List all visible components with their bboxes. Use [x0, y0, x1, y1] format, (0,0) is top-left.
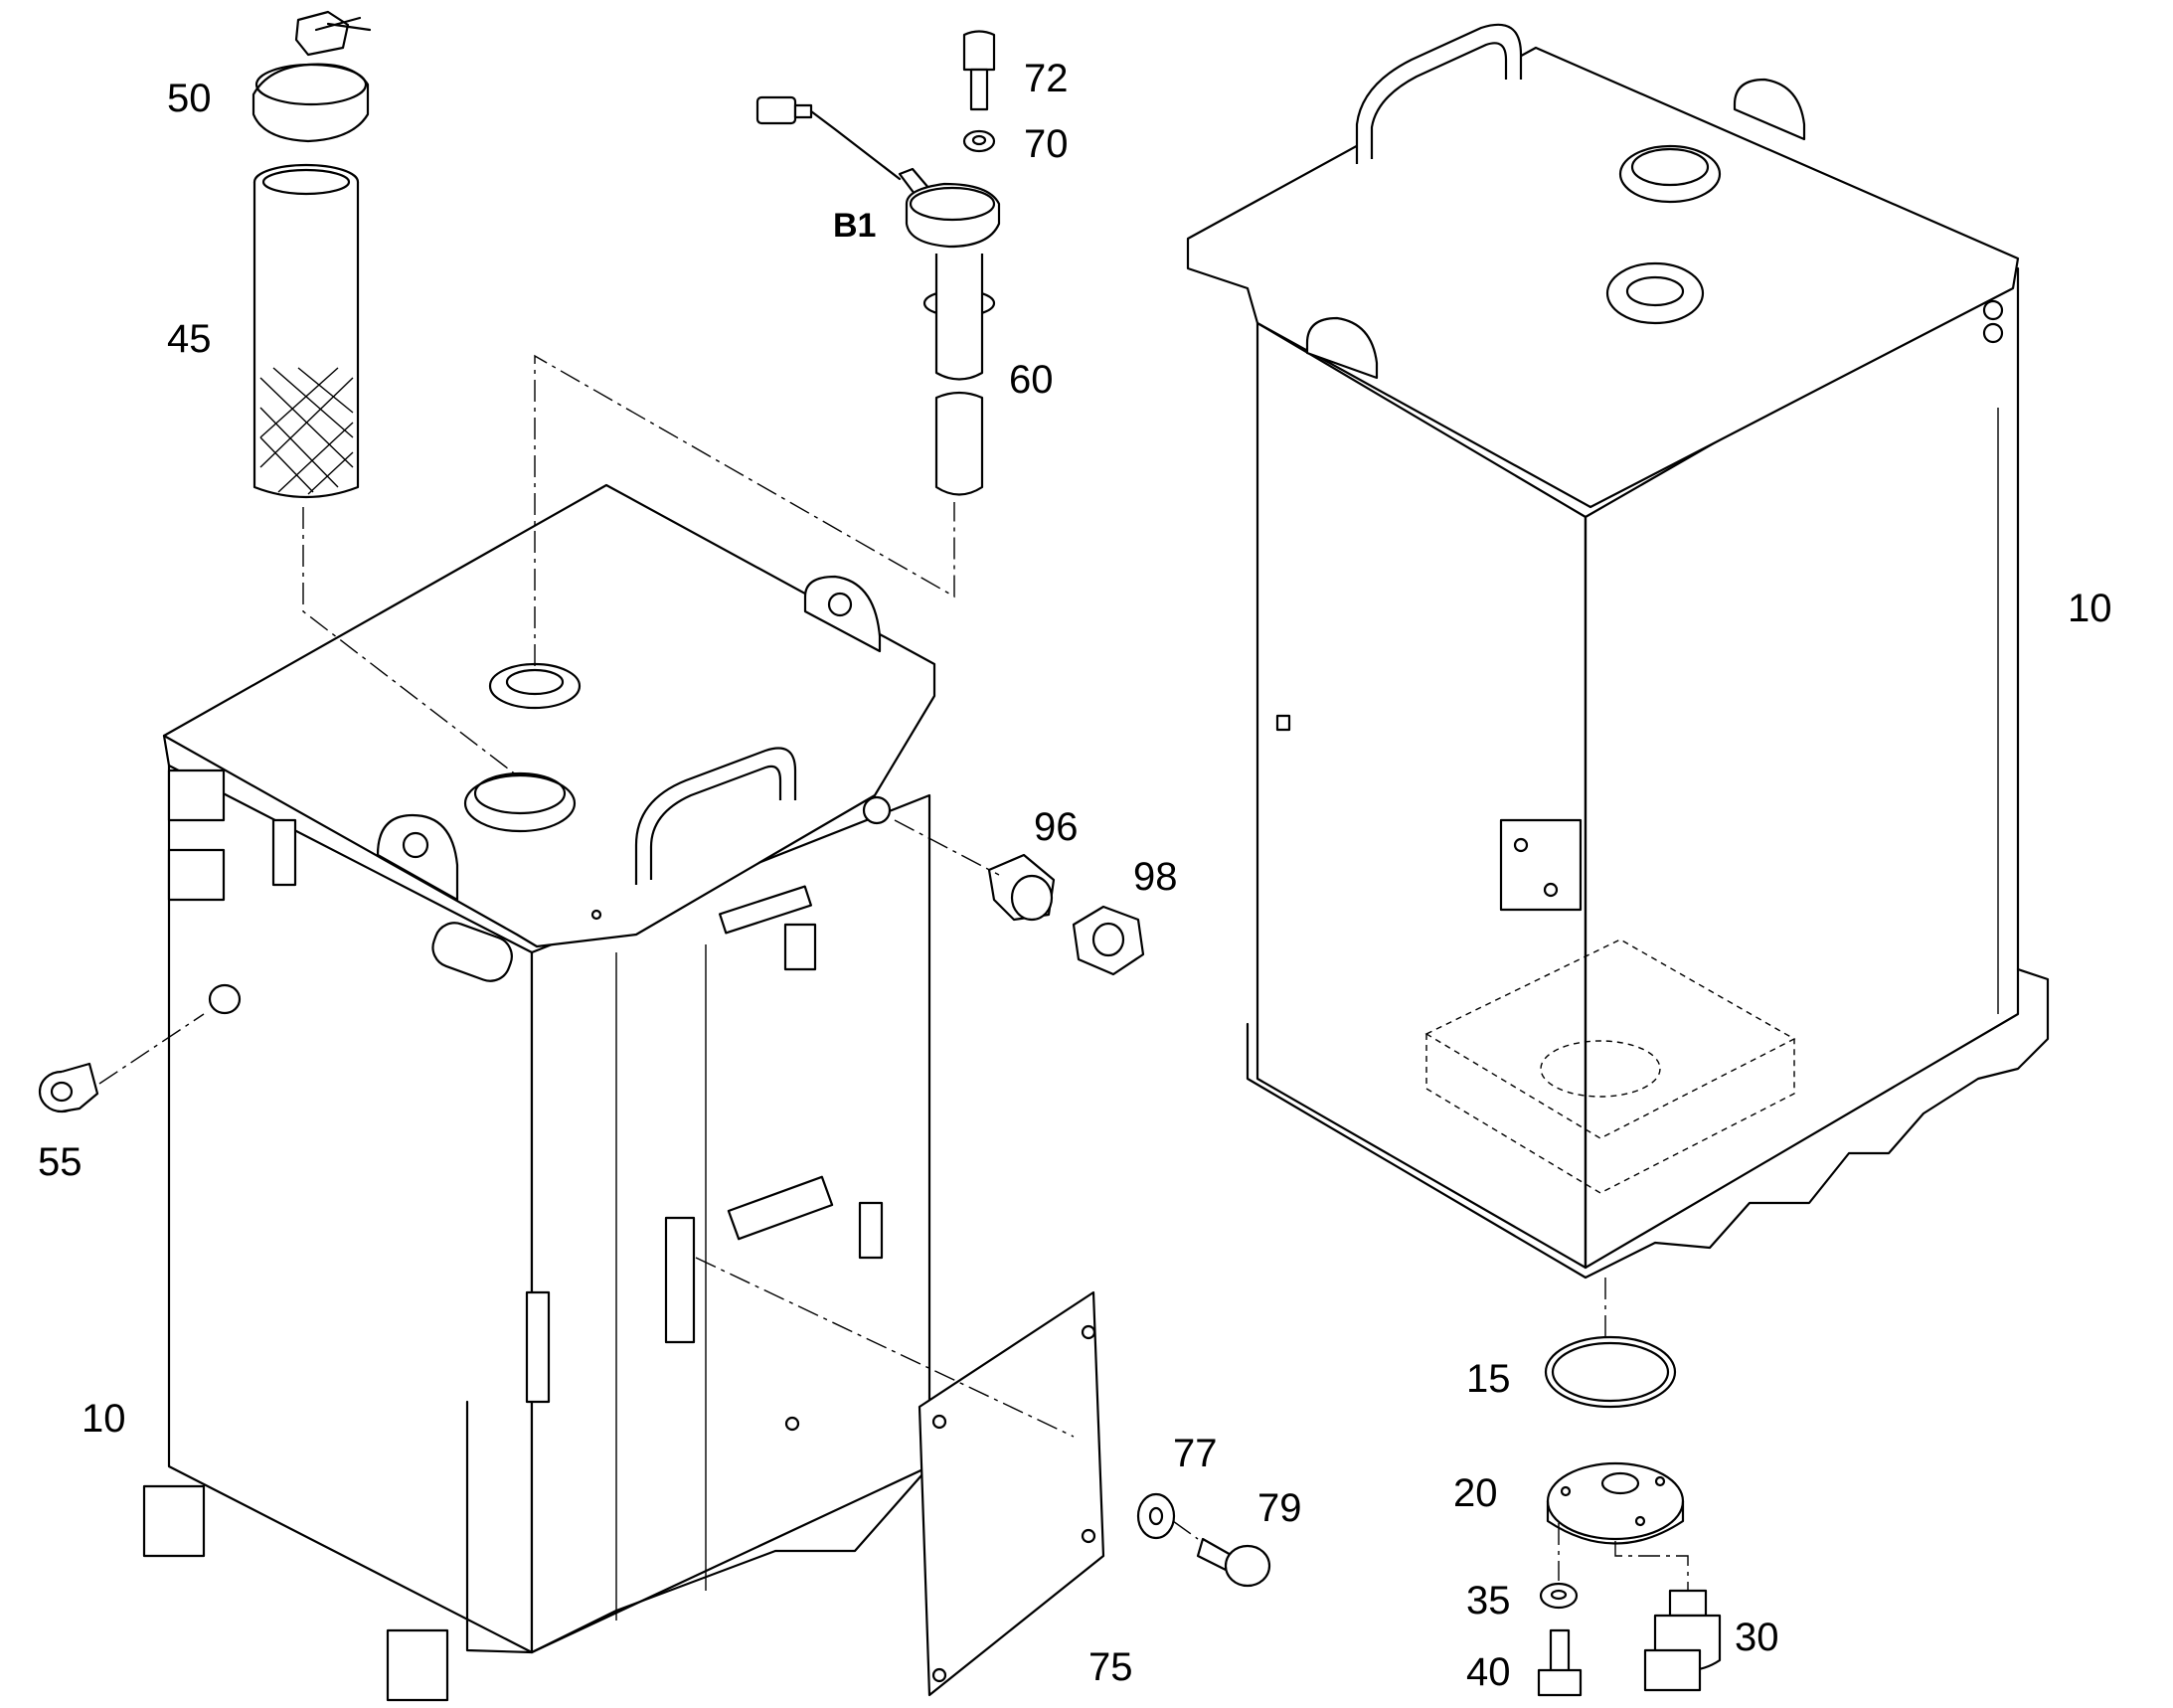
part-96-fitting — [987, 853, 1056, 922]
right-tank — [1186, 23, 2050, 1280]
label-20: 20 — [1453, 1471, 1498, 1515]
label-55: 55 — [38, 1140, 83, 1184]
left-tank — [142, 483, 936, 1702]
label-15: 15 — [1466, 1357, 1511, 1401]
label-45: 45 — [167, 317, 212, 361]
label-98: 98 — [1133, 855, 1178, 899]
part-30-drain-fitting — [1643, 1589, 1722, 1692]
part-50-filler-cap — [251, 10, 372, 143]
label-75: 75 — [1088, 1645, 1133, 1689]
part-40-bolt — [1537, 1628, 1583, 1697]
assembly-lines — [98, 354, 1689, 1591]
part-labels: 50 45 72 70 B1 60 96 98 55 10 77 79 75 1… — [38, 57, 2112, 1694]
part-20-flange — [1546, 1461, 1685, 1545]
part-b1-level-sender — [755, 95, 1001, 249]
part-45-strainer — [252, 163, 360, 499]
part-60-suction-tube — [922, 254, 996, 496]
part-70-washer — [962, 129, 996, 153]
label-79: 79 — [1257, 1486, 1302, 1530]
left-tank-foot — [142, 1484, 206, 1558]
part-98-nut — [1072, 905, 1145, 976]
label-77: 77 — [1173, 1432, 1218, 1475]
part-35-washer — [1539, 1582, 1579, 1610]
left-tank-foot — [386, 1628, 449, 1702]
label-10-right: 10 — [2068, 587, 2112, 630]
part-75-cover-plate — [918, 1290, 1105, 1697]
label-35: 35 — [1466, 1579, 1511, 1623]
part-55-plug — [38, 1062, 99, 1113]
label-40: 40 — [1466, 1650, 1511, 1694]
label-50: 50 — [167, 77, 212, 120]
label-30: 30 — [1735, 1616, 1779, 1659]
label-72: 72 — [1024, 57, 1069, 100]
part-79-screw — [1196, 1537, 1271, 1588]
label-b1: B1 — [833, 207, 876, 245]
label-60: 60 — [1009, 358, 1054, 402]
part-77-washer — [1136, 1492, 1176, 1540]
label-10-left: 10 — [82, 1397, 126, 1441]
part-15-o-ring — [1544, 1335, 1677, 1409]
part-72-bolt — [962, 30, 996, 111]
label-70: 70 — [1024, 122, 1069, 166]
label-96: 96 — [1034, 805, 1079, 849]
